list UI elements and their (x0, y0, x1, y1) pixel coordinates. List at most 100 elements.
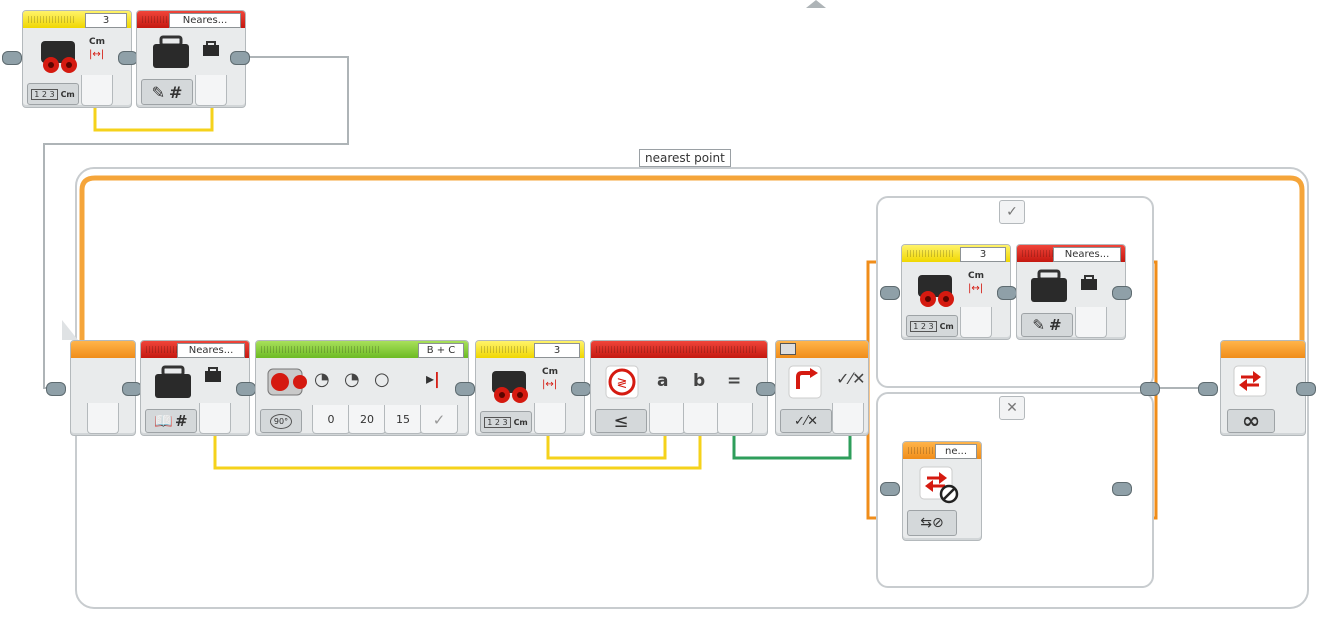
input-b-label: b (693, 371, 706, 391)
unit-label: Cm (968, 271, 984, 281)
loop-in-plug[interactable] (46, 382, 66, 396)
variable-input-slot[interactable] (1075, 307, 1107, 338)
compare-mode-button[interactable]: ≤ (595, 409, 647, 433)
connector-plug[interactable] (1112, 482, 1132, 496)
hash-icon: # (1049, 316, 1062, 334)
brake-param[interactable]: ✓ (420, 405, 458, 434)
loop-interrupt-block[interactable]: ne... ⇆⊘ (902, 441, 982, 541)
loop-end-block[interactable]: ∞ (1220, 340, 1306, 436)
connector-plug[interactable] (756, 382, 776, 396)
interrupt-mode-button[interactable]: ⇆⊘ (907, 510, 957, 536)
variable-mode-button[interactable]: 📖# (145, 409, 197, 433)
ultrasonic-sensor-block-true[interactable]: 3 Cm |↔| 1 2 3 Cm (901, 244, 1011, 340)
scroll-indicator (806, 0, 826, 8)
briefcase-small-icon (205, 367, 221, 382)
book-icon: 📖 (154, 412, 174, 430)
hash-icon: # (169, 82, 183, 102)
speed-right-param[interactable]: 20 (348, 405, 386, 434)
sensor-output-slot[interactable] (960, 307, 992, 338)
start-plug[interactable] (2, 51, 22, 65)
distance-icon: |↔| (968, 283, 984, 294)
unit-label: Cm (542, 367, 558, 377)
briefcase-icon (155, 365, 191, 398)
loop-name-label[interactable]: nearest point (639, 149, 731, 167)
variable-name-label[interactable]: Neares... (169, 13, 241, 28)
switch-logic-input[interactable] (832, 403, 864, 434)
briefcase-icon (1031, 269, 1067, 302)
rotations-param[interactable]: 15 (384, 405, 422, 434)
variable-block-top[interactable]: Neares... ✎# (136, 10, 246, 108)
motor-mode-button[interactable]: 90° (260, 409, 302, 433)
mode-digits: 1 2 3 (484, 416, 511, 428)
variable-name-label[interactable]: Neares... (177, 343, 245, 358)
speed-left-param[interactable]: 0 (312, 405, 350, 434)
variable-block-true[interactable]: Neares... ✎# (1016, 244, 1126, 340)
loop-header-bar (71, 341, 135, 358)
mode-digits: 1 2 3 (910, 320, 937, 332)
distance-icon: |↔| (542, 379, 558, 390)
case-false-tab[interactable]: ✕ (999, 396, 1025, 420)
sensor-port-label[interactable]: 3 (534, 343, 580, 358)
loop-start-marker (62, 320, 78, 340)
sensor-port-label[interactable]: 3 (960, 247, 1006, 262)
sensor-port-label[interactable]: 3 (85, 13, 127, 28)
connector-plug[interactable] (880, 482, 900, 496)
loop-index-slot[interactable] (87, 403, 119, 434)
switch-mode-button[interactable]: ✓⁄✕ (780, 409, 832, 433)
compare-input-a[interactable] (649, 403, 685, 434)
rotations-icon: ○ (374, 369, 390, 390)
briefcase-small-icon (1081, 275, 1097, 290)
sensor-output-slot[interactable] (81, 75, 113, 106)
connector-plug[interactable] (455, 382, 475, 396)
compare-input-b[interactable] (683, 403, 719, 434)
mode-unit: Cm (60, 89, 75, 99)
connector-plug[interactable] (1112, 286, 1132, 300)
switch-out-plug[interactable] (1140, 382, 1160, 396)
connector-plug[interactable] (118, 51, 138, 65)
variable-mode-button[interactable]: ✎# (141, 79, 193, 105)
unit-label: Cm (89, 37, 105, 47)
connector-plug[interactable] (880, 286, 900, 300)
brake-icon: ▸| (426, 369, 440, 388)
connector-plug[interactable] (236, 382, 256, 396)
connector-plug[interactable] (1198, 382, 1218, 396)
compare-block[interactable]: ≷ a b = ≤ (590, 340, 768, 436)
motor-ports-label[interactable]: B + C (418, 343, 464, 358)
connector-plug[interactable] (997, 286, 1017, 300)
true-false-icon: ✓⁄✕ (836, 369, 866, 388)
switch-view-icon[interactable] (780, 343, 796, 355)
variable-output-slot[interactable] (199, 403, 231, 434)
interrupt-name-label[interactable]: ne... (935, 444, 977, 459)
move-tank-block[interactable]: B + C ◔ ◔ ○ ▸| 90° 0 20 15 ✓ (255, 340, 469, 436)
degrees-icon: 90° (269, 413, 293, 429)
ultrasonic-sensor-icon (41, 41, 77, 73)
motor-header-bar (256, 341, 468, 358)
sensor-mode-button[interactable]: 1 2 3 Cm (480, 411, 532, 433)
variable-name-label[interactable]: Neares... (1053, 247, 1121, 262)
loop-start-block[interactable] (70, 340, 136, 436)
ultrasonic-sensor-block-top[interactable]: 3 Cm |↔| 1 2 3 Cm (22, 10, 132, 108)
case-true-tab[interactable]: ✓ (999, 200, 1025, 224)
variable-mode-button[interactable]: ✎# (1021, 313, 1073, 337)
variable-input-slot[interactable] (195, 75, 227, 106)
sensor-output-slot[interactable] (534, 403, 566, 434)
sensor-mode-button[interactable]: 1 2 3 Cm (906, 315, 958, 337)
ultrasonic-sensor-block-loop[interactable]: 3 Cm |↔| 1 2 3 Cm (475, 340, 585, 436)
connector-plug[interactable] (230, 51, 250, 65)
mode-unit: Cm (513, 417, 528, 427)
motor-icon (267, 368, 307, 396)
connector-plug[interactable] (122, 382, 142, 396)
briefcase-small-icon (203, 41, 219, 56)
gauge-icon: ◔ (344, 369, 360, 390)
loop-out-plug[interactable] (1296, 382, 1316, 396)
briefcase-icon (153, 35, 189, 68)
connector-plug[interactable] (571, 382, 591, 396)
infinity-icon[interactable]: ∞ (1227, 409, 1275, 434)
variable-block-loop[interactable]: Neares... 📖# (140, 340, 250, 436)
mode-unit: Cm (939, 321, 954, 331)
distance-icon: |↔| (89, 49, 105, 60)
compare-output[interactable] (717, 403, 753, 434)
switch-block[interactable]: ✓⁄✕ ✓⁄✕ (775, 340, 869, 436)
sensor-mode-button[interactable]: 1 2 3 Cm (27, 83, 79, 105)
ultrasonic-sensor-icon (492, 371, 528, 403)
